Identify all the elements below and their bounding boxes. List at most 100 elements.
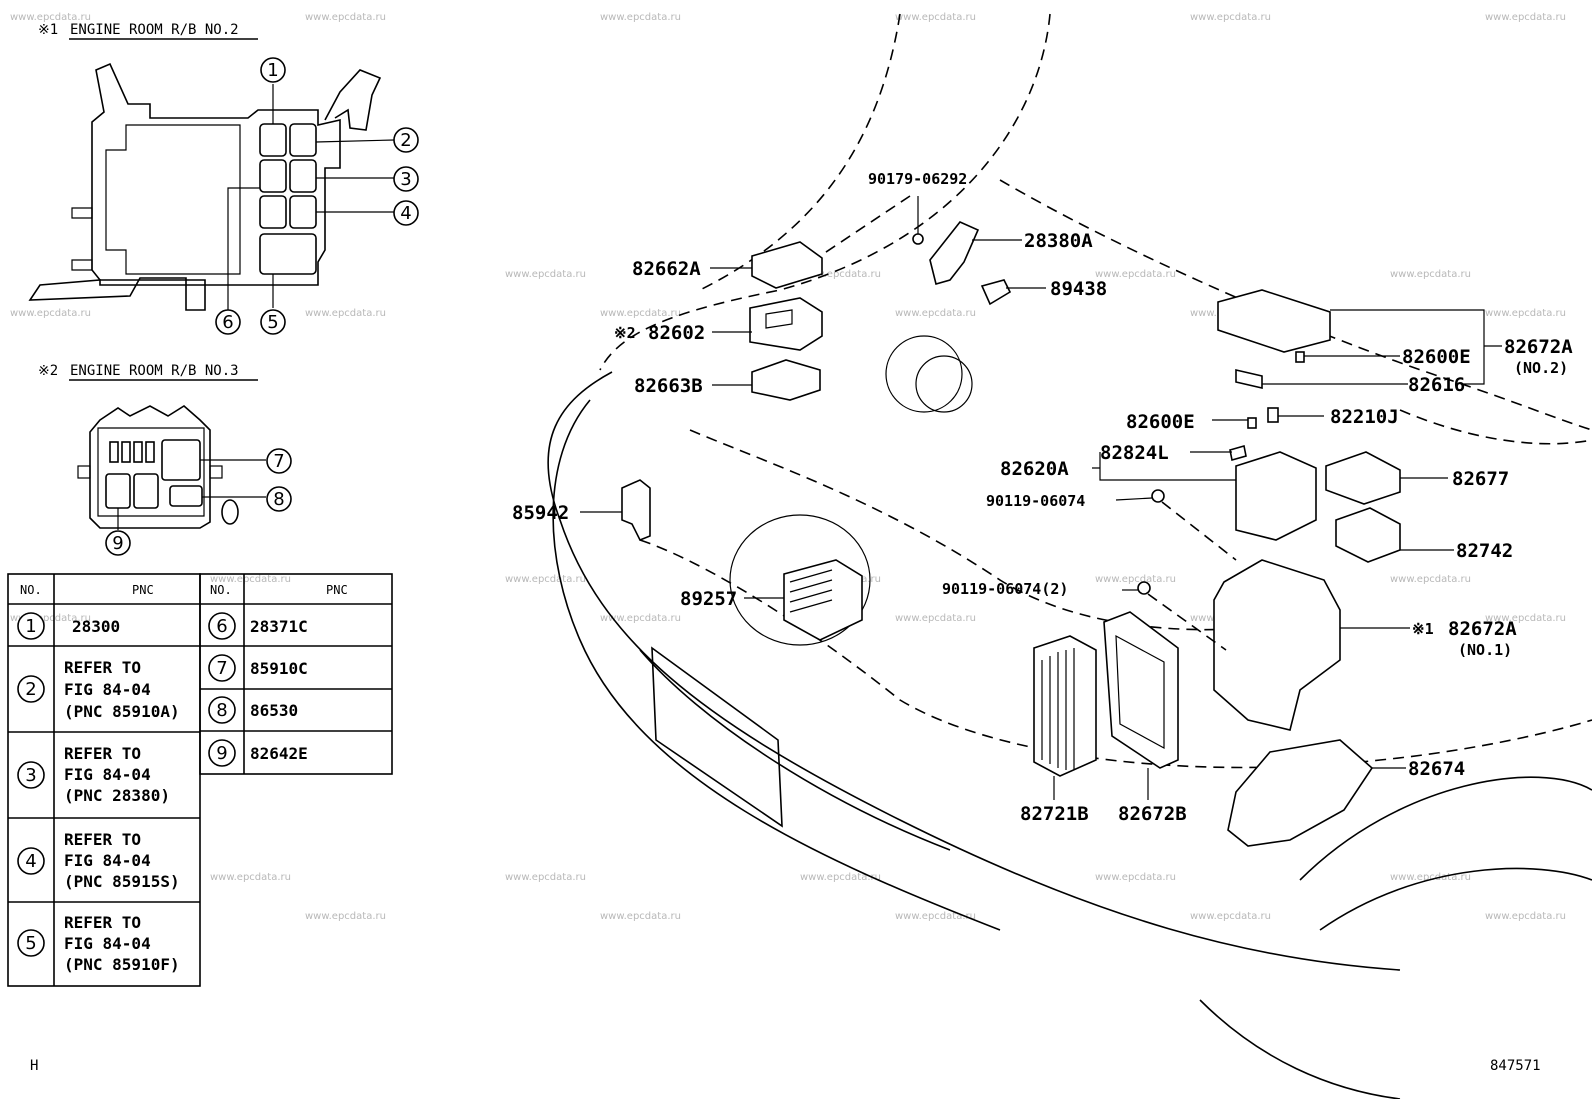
row-pnc-line: FIG 84-04 [64, 934, 151, 953]
slot [105, 473, 131, 509]
watermark: www.epcdata.ru [1190, 12, 1271, 23]
cover-82672a-no2 [1217, 289, 1331, 353]
watermark: www.epcdata.ru [1095, 574, 1176, 585]
watermark: www.epcdata.ru [1095, 872, 1176, 883]
row-pnc: 28371C [250, 617, 308, 636]
inset-engine-room-rb-no3: ※2 ENGINE ROOM R/B NO.3 7 8 9 [38, 363, 292, 556]
hood-outline [1399, 409, 1592, 445]
label-82600e: 82600E [1126, 411, 1195, 433]
watermark: www.epcdata.ru [210, 574, 291, 585]
fuse-82210j [1267, 407, 1279, 423]
horn [885, 335, 963, 413]
inset-2-mark: ※2 [38, 363, 58, 379]
corner-letter: H [30, 1058, 38, 1074]
slot [259, 233, 317, 275]
watermark: www.epcdata.ru [600, 308, 681, 319]
bumper-outline [547, 371, 1401, 971]
relay-block-bracket [324, 69, 382, 131]
relay-block-tab [77, 465, 91, 479]
relay-block-82602-detail [765, 309, 793, 329]
label-82602-mark: ※2 [614, 324, 636, 342]
watermark: www.epcdata.ru [10, 613, 91, 624]
row-number-circle [17, 675, 45, 703]
watermark: www.epcdata.ru [210, 872, 291, 883]
row-pnc-line: (PNC 85915S) [64, 872, 180, 891]
watermark: www.epcdata.ru [10, 12, 91, 23]
watermark: www.epcdata.ru [1190, 911, 1271, 922]
callout-number: 7 [273, 451, 284, 472]
row-pnc-line: REFER TO [64, 913, 141, 932]
watermark: www.epcdata.ru [895, 12, 976, 23]
mount-line [819, 195, 911, 257]
row-pnc: 28300 [72, 617, 120, 636]
label-82677: 82677 [1452, 468, 1509, 490]
slot [161, 439, 201, 481]
callout-number: 3 [400, 169, 411, 190]
callout-circle [266, 486, 292, 512]
hood-outline [599, 13, 1051, 371]
leader-line [1092, 452, 1236, 481]
relay-block-tab [209, 465, 223, 479]
label-82742: 82742 [1456, 540, 1513, 562]
watermark: www.epcdata.ru [505, 269, 586, 280]
row-number-circle [208, 612, 236, 640]
label-82602: 82602 [648, 322, 705, 344]
slot [133, 473, 159, 509]
callout-number: 9 [112, 533, 123, 554]
inset-engine-room-rb-no2: ※1 ENGINE ROOM R/B NO.2 1 2 3 4 [28, 22, 419, 335]
slot [289, 159, 317, 193]
row-pnc-line: FIG 84-04 [64, 765, 151, 784]
label-90119-06074: 90119-06074 [986, 492, 1085, 510]
row-pnc: 82642E [250, 744, 308, 763]
watermark: www.epcdata.ru [1390, 872, 1471, 883]
label-90179-06292: 90179-06292 [868, 170, 967, 188]
part-labels: 90179-06292 28380A 82662A ※2 82602 89438… [512, 170, 1573, 825]
inset-2-title: ENGINE ROOM R/B NO.3 [70, 363, 239, 379]
grommet-90119-06074 [1151, 489, 1165, 503]
wheel-arch [1319, 867, 1592, 931]
watermark: www.epcdata.ru [800, 872, 881, 883]
label-82600e: 82600E [1402, 346, 1471, 368]
row-number-circle [17, 612, 45, 640]
slot [121, 441, 131, 463]
callout-circle [393, 166, 419, 192]
watermark: www.epcdata.ru [1390, 574, 1471, 585]
fender-outline [689, 429, 1321, 631]
table-header-pnc: PNC [326, 583, 348, 597]
row-number-circle [208, 739, 236, 767]
slot [289, 123, 317, 157]
leader-line [1115, 497, 1153, 501]
inset-1-title: ENGINE ROOM R/B NO.2 [70, 22, 239, 38]
watermark: www.epcdata.ru [895, 308, 976, 319]
leader-line [315, 139, 395, 143]
label-85942: 85942 [512, 502, 569, 524]
mount-line [1161, 501, 1237, 561]
relay-cover-82663b [751, 359, 821, 401]
relay-block-82602 [749, 297, 823, 351]
pnc-table: NO. PNC NO. PNC 1 28300 2 REFER TO FIG 8… [7, 573, 393, 987]
row-pnc-line: FIG 84-04 [64, 851, 151, 870]
watermark: www.epcdata.ru [505, 574, 586, 585]
row-pnc-line: FIG 84-04 [64, 680, 151, 699]
frame-82672b [1103, 611, 1179, 769]
label-82620a: 82620A [1000, 458, 1069, 480]
row-number-circle [17, 847, 45, 875]
label-82824l: 82824L [1100, 442, 1169, 464]
headlamp-opening [729, 514, 871, 646]
slot [145, 441, 155, 463]
watermark: www.epcdata.ru [600, 12, 681, 23]
watermark: www.epcdata.ru [1390, 269, 1471, 280]
callout-number: 2 [400, 130, 411, 151]
row-pnc: 85910C [250, 659, 308, 678]
table-right-frame [199, 573, 393, 775]
relay-block-82620a [1235, 451, 1317, 541]
label-90119-06074-2: 90119-06074(2) [942, 580, 1068, 598]
watermark: www.epcdata.ru [895, 911, 976, 922]
horn [915, 355, 973, 413]
label-82662a: 82662A [632, 258, 701, 280]
label-89438: 89438 [1050, 278, 1107, 300]
label-82210j: 82210J [1330, 406, 1399, 428]
connector-hole [221, 499, 239, 525]
watermark: www.epcdata.ru [1485, 613, 1566, 624]
row-number: 3 [25, 765, 36, 786]
